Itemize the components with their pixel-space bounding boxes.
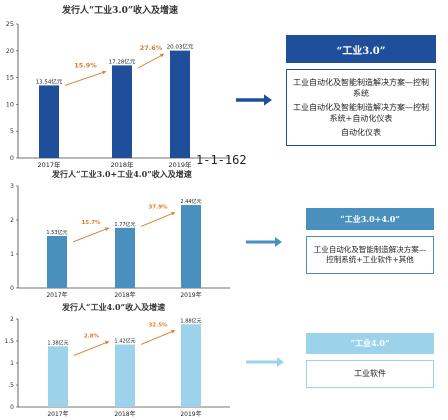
growth-label: 27.6%	[140, 44, 163, 52]
y-tick-label: .5	[8, 382, 14, 389]
bar-value-label: 13.54亿元	[36, 77, 63, 85]
growth-arrow	[140, 329, 176, 345]
x-tick-label: 2018年	[114, 410, 135, 417]
box-industry-4-body: 工业软件	[306, 360, 434, 388]
x-tick-label: 2019年	[180, 410, 201, 417]
chart-2-title: 发行人“工业3.0+工业4.0”收入及增速	[52, 169, 192, 179]
box-industry-3-body: 工业自动化及智能制造解决方案—控制系统 工业自动化及智能制造解决方案—控制系统+…	[286, 69, 436, 146]
page-stamp: 1-1-162	[196, 153, 247, 167]
growth-arrow	[72, 227, 110, 243]
bar-value-label: 1.88亿元	[180, 317, 201, 324]
growth-arrow-head	[105, 340, 109, 345]
bar	[115, 227, 135, 288]
x-tick-label: 2017年	[37, 160, 61, 169]
bar-value-label: 2.44亿元	[180, 198, 201, 205]
y-tick-label: 0	[10, 285, 14, 292]
box-industry-3-4-body: 工业自动化及智能制造解决方案—控制系统+工业软件+其他	[306, 236, 434, 274]
growth-label: 32.5%	[148, 322, 168, 328]
bar	[39, 85, 59, 158]
y-tick-label: 1	[10, 360, 14, 367]
y-tick-label: 0	[10, 154, 14, 162]
box-industry-4-line-1: 工业软件	[354, 369, 386, 378]
bar	[181, 324, 201, 407]
bar-value-label: 1.77亿元	[114, 221, 135, 228]
bar	[47, 235, 67, 288]
bar	[48, 346, 68, 407]
bar	[115, 344, 135, 407]
chart-2: 0 1 2 3 1.53亿元 2017年 1.77亿元 2018年 2.44亿元 2019年 15.…	[10, 183, 230, 299]
x-tick-label: 2018年	[114, 291, 135, 299]
growth-label: 2.8%	[84, 333, 100, 339]
chart-3-title: 发行人“工业4.0”收入及增速	[62, 302, 166, 312]
box-industry-3-header: “工业3.0”	[286, 35, 436, 63]
bar-value-label: 1.38亿元	[47, 339, 68, 346]
y-tick-label: 15	[6, 74, 14, 82]
box-arrow-head	[277, 357, 284, 367]
bar	[181, 205, 201, 288]
y-tick-label: 3	[10, 183, 14, 190]
growth-label: 37.9%	[148, 204, 168, 210]
growth-arrow	[64, 70, 107, 86]
x-tick-label: 2017年	[46, 291, 67, 299]
y-tick-label: 2	[10, 217, 14, 224]
box-industry-3: “工业3.0” 工业自动化及智能制造解决方案—控制系统 工业自动化及智能制造解决…	[286, 35, 436, 146]
box-industry-3-4-header: “工业3.0+4.0”	[306, 208, 434, 230]
box-arrow-head	[264, 94, 272, 106]
bar-value-label: 1.53亿元	[46, 229, 67, 236]
box-arrow-head	[275, 237, 282, 247]
chart-1: 0 5 10 15 20 25 13.54亿元 2017年 17.28亿元 2018年 20.03亿…	[6, 20, 230, 169]
bar-value-label: 1.42亿元	[114, 338, 135, 345]
box-industry-3-line-3: 自动化仪表	[341, 128, 381, 137]
box-industry-4: “工业4.0” 工业软件	[306, 333, 434, 388]
bar	[112, 65, 132, 158]
y-tick-label: 1	[10, 251, 14, 258]
x-tick-label: 2019年	[180, 291, 201, 299]
y-tick-label: 0	[10, 404, 14, 411]
bar	[170, 50, 190, 158]
x-tick-label: 2017年	[47, 410, 68, 417]
y-tick-label: 25	[6, 20, 14, 28]
growth-label: 15.9%	[74, 61, 97, 69]
y-tick-label: 20	[6, 47, 14, 55]
box-industry-4-header: “工业4.0”	[306, 333, 434, 354]
growth-arrow-head	[171, 211, 175, 216]
chart-1-title: 发行人“工业3.0”收入及增速	[62, 6, 179, 16]
box-industry-3-line-1: 工业自动化及智能制造解决方案—控制系统	[293, 78, 429, 98]
chart-3: 0 .5 1 1.5 2 1.38亿元 2017年 1.42亿元 2018年 1.88亿元 2019…	[4, 316, 230, 417]
growth-arrow	[73, 340, 110, 356]
growth-arrow-head	[171, 329, 175, 334]
bar-value-label: 17.28亿元	[109, 57, 136, 65]
growth-arrow	[137, 53, 165, 69]
bar-value-label: 20.03亿元	[167, 43, 194, 51]
box-industry-3-4-line-1: 工业自动化及智能制造解决方案—控制系统+工业软件+其他	[313, 245, 427, 264]
y-tick-label: 2	[10, 316, 14, 323]
y-tick-label: 10	[6, 100, 14, 108]
x-tick-label: 2018年	[110, 160, 134, 169]
y-tick-label: 1.5	[4, 338, 14, 345]
growth-arrow-head	[160, 53, 164, 58]
growth-label: 15.7%	[81, 220, 101, 226]
box-industry-3-4: “工业3.0+4.0” 工业自动化及智能制造解决方案—控制系统+工业软件+其他	[306, 208, 434, 274]
growth-arrow-head	[102, 70, 106, 75]
box-industry-3-line-2: 工业自动化及智能制造解决方案—控制系统+自动化仪表	[293, 103, 429, 123]
growth-arrow	[140, 212, 176, 227]
y-tick-label: 5	[10, 127, 14, 135]
x-tick-label: 2019年	[168, 160, 192, 169]
growth-arrow-head	[105, 227, 109, 231]
